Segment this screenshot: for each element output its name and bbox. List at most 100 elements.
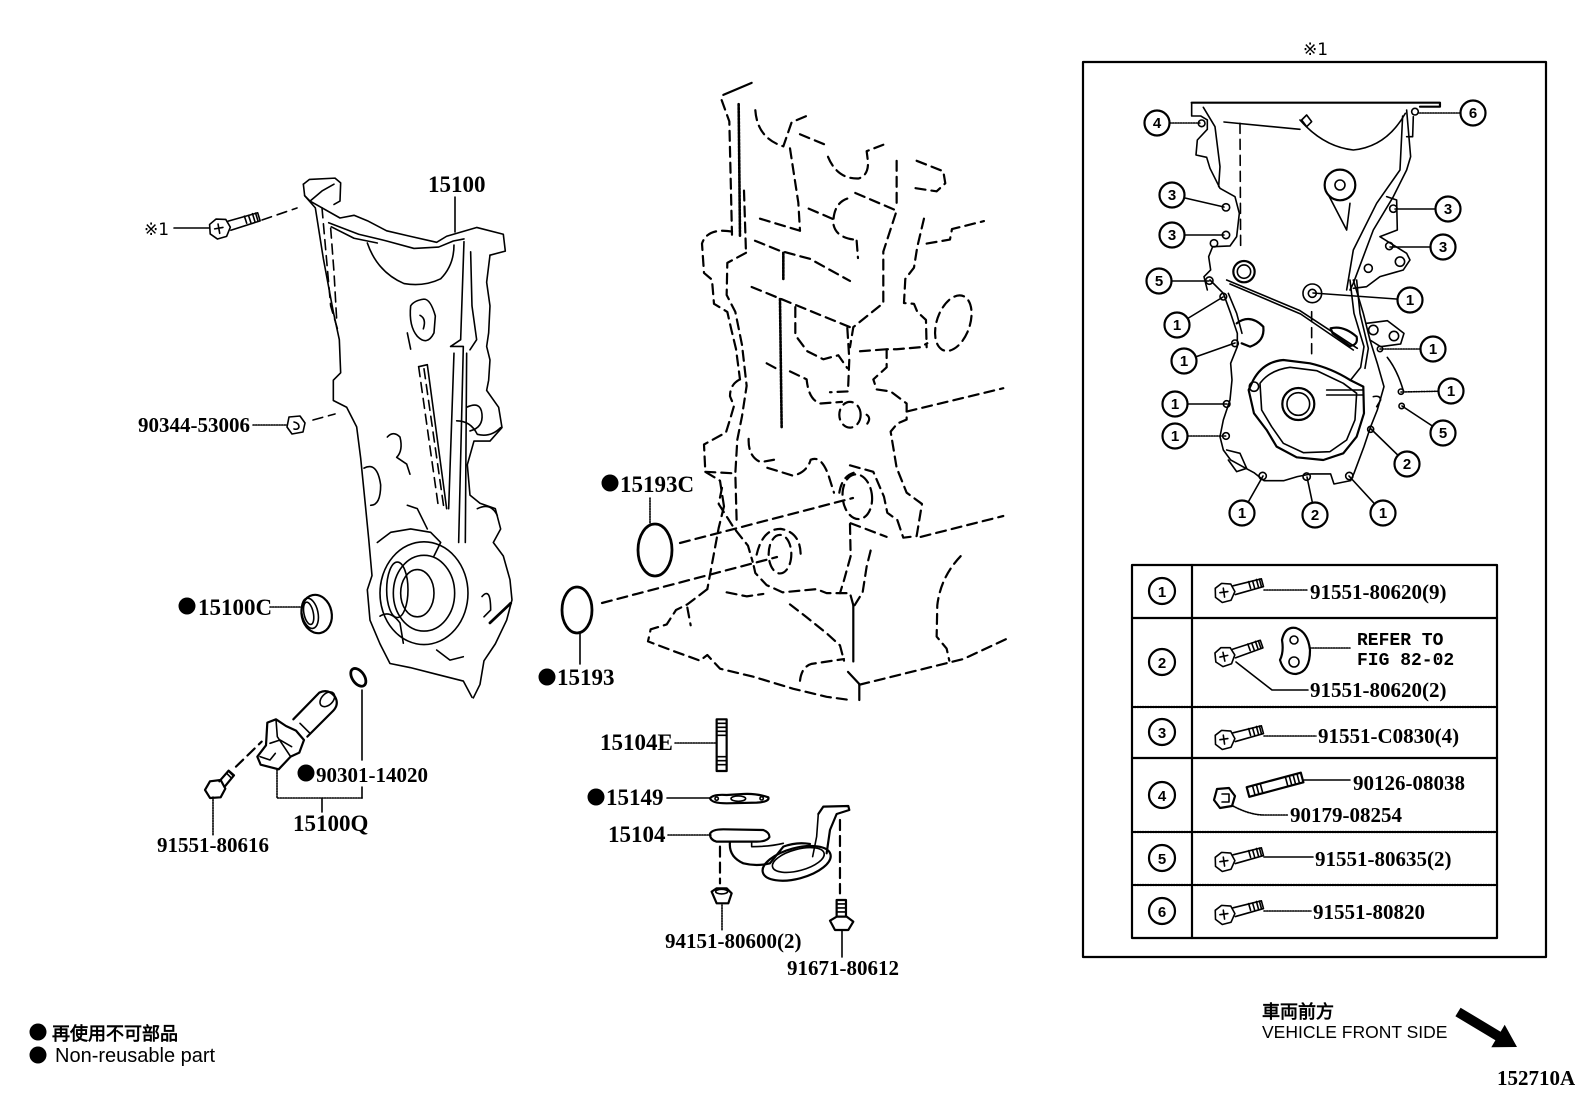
bolt-hole bbox=[1232, 340, 1239, 347]
bolt-icon bbox=[1212, 898, 1266, 927]
part-label-91551-80616[interactable]: 91551-80616 bbox=[157, 833, 269, 857]
table-row: 6 91551-80820 bbox=[1147, 896, 1425, 927]
callout-3[interactable]: 3 bbox=[1158, 181, 1186, 209]
cover-edge bbox=[364, 467, 381, 506]
refer-to-figure-link[interactable]: FIG 82-02 bbox=[1357, 651, 1454, 671]
callout-4[interactable]: 4 bbox=[1143, 109, 1171, 137]
block-edge bbox=[753, 561, 854, 605]
pulley-boss bbox=[1335, 180, 1345, 190]
callout-1[interactable]: 1 bbox=[1437, 377, 1465, 405]
block-edge bbox=[850, 343, 927, 537]
callout-3[interactable]: 3 bbox=[1158, 221, 1186, 249]
block-edge bbox=[910, 161, 945, 192]
part-label-90344-53006[interactable]: 90344-53006 bbox=[138, 413, 250, 437]
callout-number: 1 bbox=[1180, 353, 1188, 370]
callout-number: 1 bbox=[1238, 505, 1246, 522]
part-label-15104E[interactable]: 15104E bbox=[600, 730, 673, 755]
callout-6[interactable]: 6 bbox=[1459, 99, 1487, 127]
callout-5[interactable]: 5 bbox=[1429, 419, 1457, 447]
part-label-15100[interactable]: 15100 bbox=[428, 172, 486, 197]
block-edge bbox=[860, 349, 887, 351]
block-edge bbox=[857, 241, 858, 258]
callout-3[interactable]: 3 bbox=[1434, 195, 1462, 223]
cover-edge bbox=[1300, 113, 1405, 150]
o-ring-icon bbox=[562, 587, 592, 633]
block-edge bbox=[707, 506, 724, 589]
block-edge bbox=[780, 299, 782, 428]
callout-1[interactable]: 1 bbox=[1163, 311, 1191, 339]
oil-strainer-assembly-drawing bbox=[710, 719, 853, 930]
bolt-icon bbox=[1212, 845, 1266, 874]
cover-edge bbox=[1331, 328, 1357, 346]
inset-title: ※1 bbox=[1303, 40, 1328, 60]
callout-1[interactable]: 1 bbox=[1369, 499, 1397, 527]
callout-1[interactable]: 1 bbox=[1396, 286, 1424, 314]
gasket-icon bbox=[710, 794, 769, 803]
row-key-circle bbox=[1147, 780, 1177, 810]
cover-edge bbox=[310, 201, 505, 255]
leader-line bbox=[1233, 806, 1288, 815]
callout-number: 4 bbox=[1153, 115, 1162, 132]
crank-seal-bore bbox=[387, 562, 408, 617]
cover-edge bbox=[1224, 122, 1300, 129]
row-key-circle bbox=[1147, 576, 1177, 606]
part-label-15149[interactable]: 15149 bbox=[606, 785, 664, 810]
bolt-hole bbox=[1259, 472, 1266, 479]
row-key-circle bbox=[1147, 896, 1177, 926]
callout-1[interactable]: 1 bbox=[1228, 499, 1256, 527]
callout-5[interactable]: 5 bbox=[1145, 267, 1173, 295]
inset-frame bbox=[1083, 62, 1546, 957]
bolt-hole bbox=[1369, 325, 1378, 334]
callout-1[interactable]: 1 bbox=[1419, 335, 1447, 363]
crank-seal-bore bbox=[393, 555, 454, 631]
callout-2[interactable]: 2 bbox=[1393, 450, 1421, 478]
callout-number: 2 bbox=[1403, 456, 1411, 473]
callout-1[interactable]: 1 bbox=[1161, 390, 1189, 418]
part-label-91551-80620-9[interactable]: 91551-80620(9) bbox=[1310, 580, 1446, 604]
block-edge bbox=[760, 219, 800, 231]
part-label-15104[interactable]: 15104 bbox=[608, 822, 666, 847]
callout-3[interactable]: 3 bbox=[1429, 233, 1457, 261]
callout-1[interactable]: 1 bbox=[1161, 422, 1189, 450]
table-row: 2 REFER TO FIG 82-02 91551-80620(2) bbox=[1147, 628, 1454, 702]
cover-edge bbox=[1237, 319, 1264, 347]
block-edge bbox=[752, 287, 850, 327]
bolt-hole bbox=[1395, 257, 1404, 266]
bore-boss bbox=[769, 535, 792, 574]
cover-edge bbox=[322, 208, 339, 333]
part-label-91551-C0830-4[interactable]: 91551-C0830(4) bbox=[1318, 724, 1459, 748]
part-label-15100C[interactable]: 15100C bbox=[198, 595, 272, 620]
part-label-94151-80600[interactable]: 94151-80600(2) bbox=[665, 929, 801, 953]
block-edge bbox=[800, 134, 829, 146]
callout-number: 1 bbox=[1173, 317, 1181, 334]
part-label-90126-08038[interactable]: 90126-08038 bbox=[1353, 771, 1465, 795]
legend-label-ja: 再使用不可部品 bbox=[52, 1023, 178, 1044]
callout-1[interactable]: 1 bbox=[1170, 347, 1198, 375]
table-row: 4 90126-08038 90179-08254 bbox=[1147, 771, 1465, 827]
part-label-90301-14020[interactable]: 90301-14020 bbox=[316, 763, 428, 787]
part-label-91551-80635-2[interactable]: 91551-80635(2) bbox=[1315, 847, 1451, 871]
part-label-90179-08254[interactable]: 90179-08254 bbox=[1290, 803, 1402, 827]
cover-edge bbox=[437, 650, 464, 660]
cover-edge bbox=[1350, 110, 1411, 290]
block-edge bbox=[727, 253, 747, 522]
block-edge bbox=[859, 637, 1010, 684]
inset-reference-label[interactable]: ※1 bbox=[144, 220, 169, 240]
row-key: 3 bbox=[1158, 725, 1166, 742]
callout-2[interactable]: 2 bbox=[1301, 501, 1329, 529]
block-edge bbox=[851, 523, 887, 537]
part-label-15100Q[interactable]: 15100Q bbox=[293, 811, 368, 836]
cover-edge bbox=[467, 405, 482, 431]
part-label-91551-80620-2[interactable]: 91551-80620(2) bbox=[1310, 678, 1446, 702]
part-label-91671-80612[interactable]: 91671-80612 bbox=[787, 956, 899, 980]
bolt-icon bbox=[206, 210, 263, 241]
part-label-91551-80820[interactable]: 91551-80820 bbox=[1313, 900, 1425, 924]
non-reusable-marker-icon bbox=[538, 668, 556, 686]
part-label-15193C[interactable]: 15193C bbox=[620, 472, 694, 497]
bolt-hole bbox=[1220, 293, 1227, 300]
chain-guide bbox=[465, 353, 466, 542]
callout-number: 5 bbox=[1155, 273, 1163, 290]
crank-sensor-assembly-drawing bbox=[205, 592, 369, 798]
part-label-15193[interactable]: 15193 bbox=[557, 665, 615, 690]
block-edge bbox=[719, 488, 753, 562]
